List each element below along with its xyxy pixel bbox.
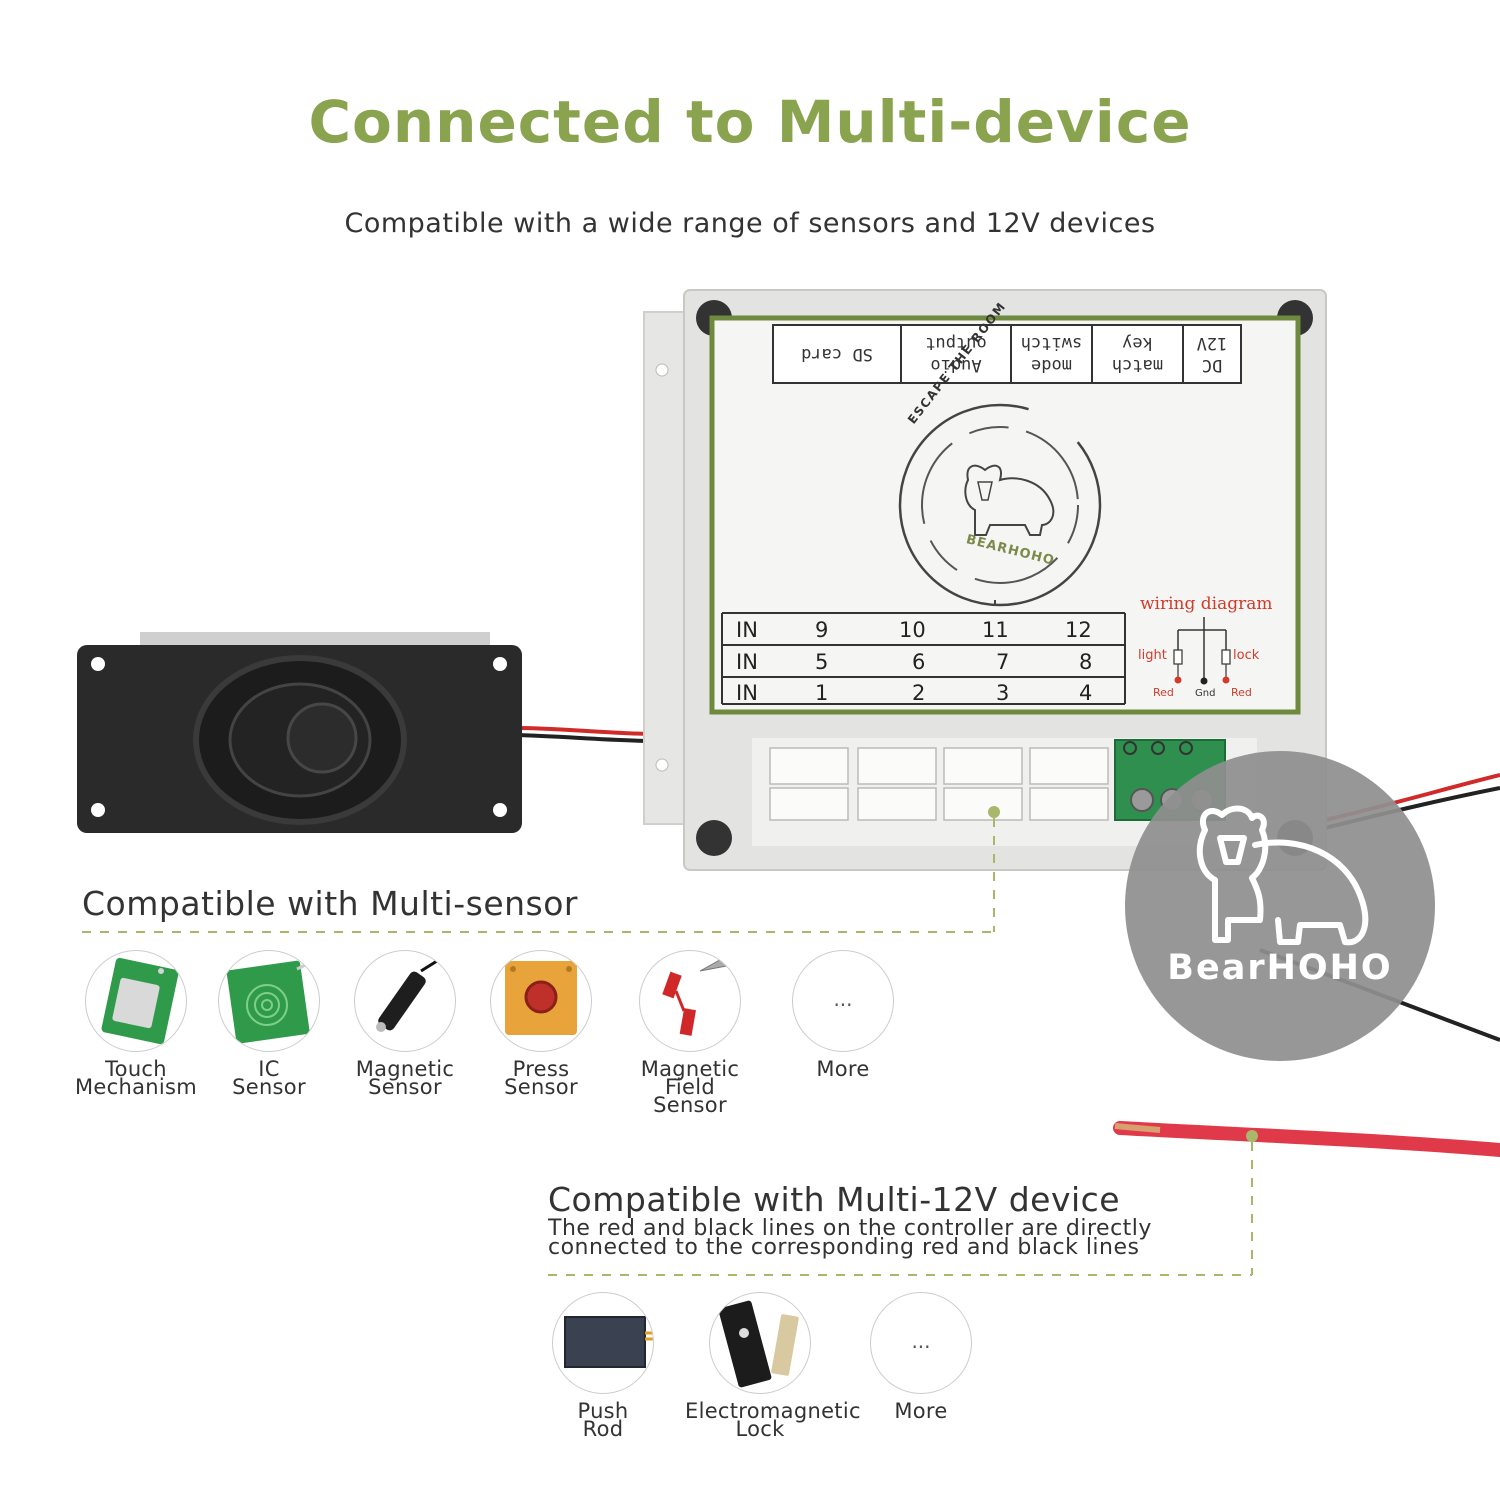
press-sensor-icon [490,950,592,1052]
ic-sensor-icon [218,950,320,1052]
wiring-diagram [1173,617,1231,685]
watermark-badge [1125,751,1435,1061]
callout-lines [82,818,1253,1276]
magnetic-field-sensor-icon [639,950,741,1052]
red-wire-closeup [1113,1121,1500,1157]
device-item-more[interactable]: ... More [846,1292,996,1423]
magnetic-sensor-icon [354,950,456,1052]
brand-logo-ring [898,403,1102,607]
device-label-more: More [894,1399,948,1423]
electromagnetic-lock-icon [709,1292,811,1394]
speaker-wire [514,726,651,743]
push-rod-icon [552,1292,654,1394]
inputs-table [721,612,1126,705]
page-subtitle: Compatible with a wide range of sensors … [344,208,1156,239]
watermark-bear-icon [1196,805,1369,946]
sensor-label-more: More [816,1057,870,1081]
top-label-table [772,324,1242,384]
page-title: Connected to Multi-device [308,88,1192,156]
devices-section-title: Compatible with Multi-12V device [548,1180,1121,1219]
more-icon: ... [870,1292,972,1394]
input-connectors [769,747,1109,821]
bear-logo-icon [964,464,1055,536]
more-icon: ... [792,950,894,1052]
sensor-item-more[interactable]: ... More [768,950,918,1081]
devices-section-desc: The red and black lines on the controlle… [548,1216,1152,1260]
speaker [77,632,522,833]
touch-sensor-icon [85,950,187,1052]
sensors-section-title: Compatible with Multi-sensor [82,884,578,923]
